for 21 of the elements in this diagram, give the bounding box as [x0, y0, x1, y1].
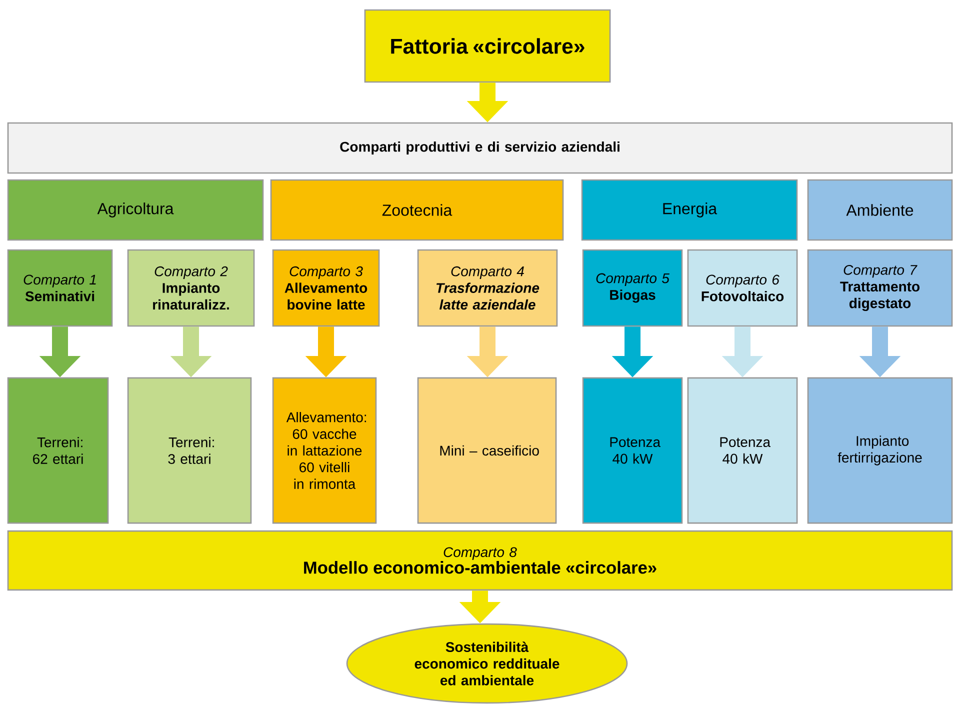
result-box: Terreni: 62 ettari	[7, 377, 109, 524]
band: Comparto 8 Modello economico-ambientale «circolare»	[7, 530, 953, 591]
sector-box: Comparto 7 Trattamento digestato	[807, 249, 953, 327]
sector-box: Comparto 4 Trasformazione latte aziendale	[417, 249, 558, 327]
result-box: Potenza 40 kW	[687, 377, 798, 524]
sector-box: Comparto 6 Fotovoltaico	[687, 249, 798, 327]
category-header: Zootecnia	[270, 179, 564, 241]
category-header: Ambiente	[807, 179, 953, 241]
sector-box: Comparto 3 Allevamento bovine latte	[272, 249, 380, 327]
result-box: Impianto fertirrigazione	[807, 377, 953, 524]
result-box: Allevamento: 60 vacche in lattazione 60 vitelli in rimonta	[272, 377, 377, 524]
category-header: Energia	[581, 179, 798, 241]
sector-box: Comparto 5 Biogas	[582, 249, 683, 327]
sector-box: Comparto 1 Seminativi	[7, 249, 113, 327]
sector-box: Comparto 2 Impianto rinaturalizz.	[127, 249, 255, 327]
result-box: Mini – caseificio	[417, 377, 557, 524]
category-header: Agricoltura	[7, 179, 264, 241]
result-box: Potenza 40 kW	[582, 377, 683, 524]
band: Comparti produttivi e di servizio aziendali	[7, 122, 953, 174]
result-box: Terreni: 3 ettari	[127, 377, 252, 524]
title-box: Fattoria «circolare»	[364, 9, 611, 83]
